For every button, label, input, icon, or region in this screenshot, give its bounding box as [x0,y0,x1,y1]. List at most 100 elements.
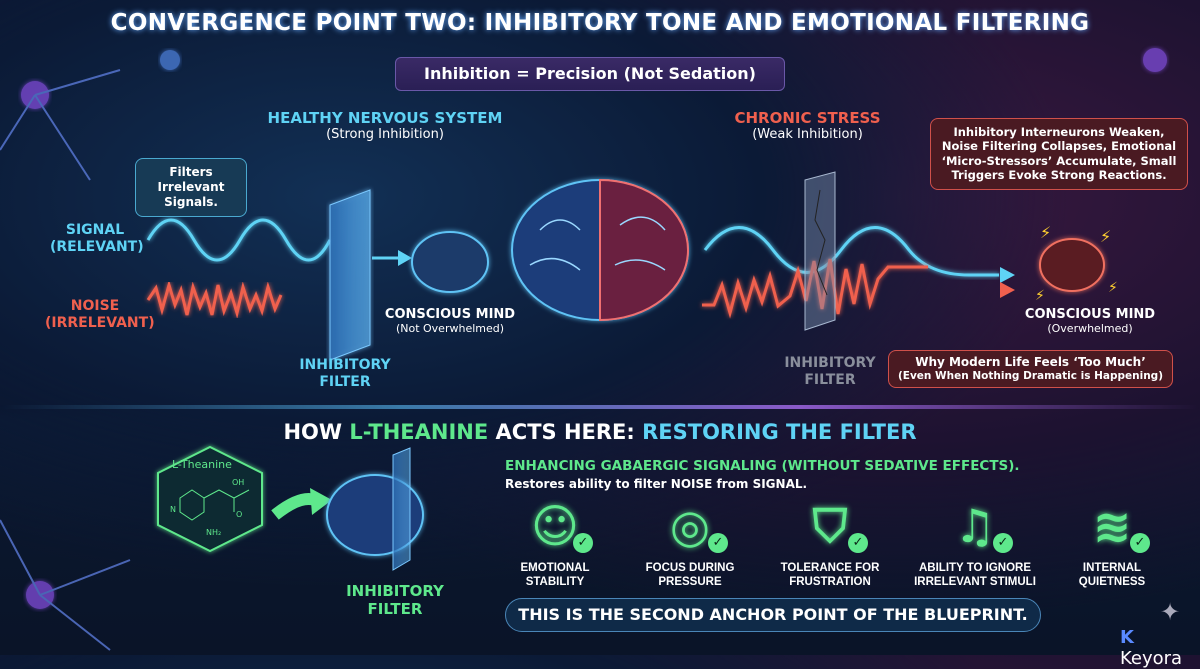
diagram-graphics: ⚡ ⚡ ⚡ ⚡ [0,48,1167,651]
signal-wave-healthy [146,218,332,262]
signal-wave-stress [703,226,999,277]
arrow-icon [398,250,412,266]
inhibitory-filter-restored [392,447,411,571]
lightning-icon: ⚡ [1100,227,1111,246]
small-brain-icon [411,231,489,293]
shield-check-icon: ⛉✓ [790,495,870,561]
brain-right-half-icon [599,178,689,322]
filters-bubble: Filters Irrelevant Signals. [135,158,247,217]
enhancing-text: ENHANCING GABAERGIC SIGNALING (WITHOUT S… [505,458,1020,474]
arrow-icon [1000,282,1015,298]
molecule-label: L-Theanine [172,458,232,471]
target-icon: ◎✓ [650,495,730,561]
neuron-decoration [0,48,1167,651]
sparkle-icon: ✦ [1160,598,1181,626]
section-divider [0,405,1200,409]
mind-sublabel: (Overwhelmed) [1047,322,1133,335]
heading-part: RESTORING THE FILTER [642,420,917,444]
lightning-icon: ⚡ [1108,280,1118,296]
healthy-subheading: (Strong Inhibition) [326,127,444,142]
note-title: Why Modern Life Feels ‘Too Much’ [915,355,1146,369]
headphones-icon: ♫✓ [935,495,1015,561]
filter-label-line: FILTER [367,600,423,618]
heading-part: HOW [283,420,350,444]
filter-label-line: INHIBITORY [346,582,444,600]
noise-wave-stress [702,258,928,319]
restores-text: Restores ability to filter NOISE from SI… [505,477,808,491]
benefit-label-line: STABILITY [525,576,585,589]
benefit-label-line: PRESSURE [658,576,722,589]
filter-label-line: FILTER [804,371,856,388]
benefit-label: INTERNAL QUIETNESS [1045,561,1179,590]
filter-label-line: INHIBITORY [299,357,391,373]
filter-label-line: INHIBITORY [784,355,876,371]
filter-label-line: FILTER [319,373,371,390]
k-logo-icon: K [1120,627,1134,648]
note-subtitle: (Even When Nothing Dramatic is Happening… [897,370,1164,382]
molecule-o: O [236,510,243,519]
molecule-hexagon [157,445,263,553]
benefit-label-line: IRRELEVANT STIMULI [914,576,1036,589]
signal-label: SIGNAL(RELEVANT) [50,222,144,256]
benefit-label: FOCUS DURING PRESSURE [623,561,757,590]
noise-label: NOISE(IRRELEVANT) [45,298,155,332]
stress-bubble: Inhibitory Interneurons Weaken, Noise Fi… [930,118,1188,190]
benefit-item: ≋✓ INTERNAL QUIETNESS [1045,495,1179,590]
stress-header: CHRONIC STRESS (Weak Inhibition) [700,109,915,142]
noise-label-line: NOISE [70,298,120,314]
stress-heading: CHRONIC STRESS [734,109,881,127]
check-badge-icon: ✓ [708,533,728,553]
benefit-label: ABILITY TO IGNORE IRRELEVANT STIMULI [908,561,1042,590]
benefit-item: ◎✓ FOCUS DURING PRESSURE [623,495,757,590]
keyora-logo: K Keyora [1120,627,1200,669]
heading-part: ACTS HERE: [488,420,643,444]
benefit-item: ⛉✓ TOLERANCE FOR FRUSTRATION [763,495,897,590]
benefit-label-line: ABILITY TO IGNORE [918,562,1032,574]
stress-subheading: (Weak Inhibition) [752,127,863,142]
healthy-header: HEALTHY NERVOUS SYSTEM (Strong Inhibitio… [255,109,515,142]
benefit-label-line: INTERNAL [1082,562,1142,574]
mind-sublabel: (Not Overwhelmed) [395,322,505,335]
logo-text: Keyora [1120,648,1183,669]
smiley-face-icon: ☺✓ [515,495,595,561]
benefit-label-line: FRUSTRATION [789,576,871,589]
check-badge-icon: ✓ [1130,533,1150,553]
lightning-icon: ⚡ [1035,288,1045,304]
check-badge-icon: ✓ [993,533,1013,553]
noise-label-line: (IRRELEVANT) [45,314,155,331]
check-badge-icon: ✓ [848,533,868,553]
heading-part: L-THEANINE [349,420,489,444]
benefit-label-line: TOLERANCE FOR [780,562,880,574]
conscious-mind-healthy: CONSCIOUS MIND(Not Overwhelmed) [375,307,525,335]
signal-label-line: (RELEVANT) [50,238,144,255]
mind-label: CONSCIOUS MIND [384,307,516,322]
section-heading: HOW L-THEANINE ACTS HERE: RESTORING THE … [0,420,1200,444]
benefit-label: EMOTIONAL STABILITY [488,561,622,590]
lightning-icon: ⚡ [1040,223,1051,242]
molecule-oh: OH [232,478,245,487]
molecule-nh2: NH₂ [206,528,222,537]
healthy-heading: HEALTHY NERVOUS SYSTEM [267,109,503,127]
waves-icon: ≋✓ [1072,495,1152,561]
benefit-label-line: FOCUS DURING [645,562,735,574]
overwhelmed-brain-icon [1039,238,1105,292]
arrow-icon [1000,267,1015,283]
page-title: CONVERGENCE POINT TWO: INHIBITORY TONE A… [110,10,1090,36]
conscious-mind-stress: CONSCIOUS MIND(Overwhelmed) [1015,307,1165,335]
signal-label-line: SIGNAL [65,222,125,238]
inhibitory-filter-cracked [804,171,836,331]
noise-wave-healthy [146,279,283,319]
molecule-n: N [170,505,176,514]
benefit-label-line: EMOTIONAL [520,562,590,574]
benefit-item: ♫✓ ABILITY TO IGNORE IRRELEVANT STIMULI [908,495,1042,590]
benefit-label: TOLERANCE FOR FRUSTRATION [763,561,897,590]
benefit-item: ☺✓ EMOTIONAL STABILITY [488,495,622,590]
subtitle-pill: Inhibition = Precision (Not Sedation) [395,57,785,91]
benefit-label-line: QUIETNESS [1078,576,1146,589]
anchor-banner: THIS IS THE SECOND ANCHOR POINT OF THE B… [505,598,1041,632]
green-arrow [271,493,317,520]
check-badge-icon: ✓ [573,533,593,553]
